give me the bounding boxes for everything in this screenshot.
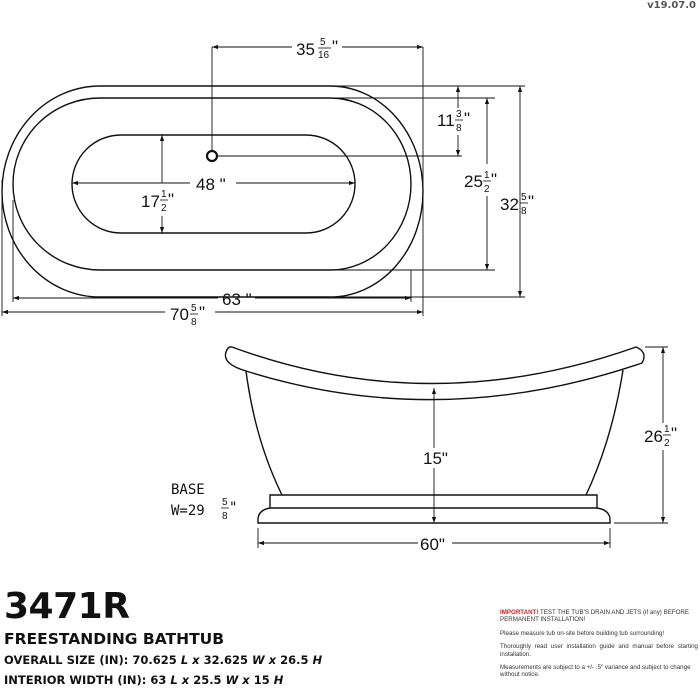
body-left-side [245, 370, 283, 496]
svg-text:W=29: W=29 [171, 503, 205, 519]
dim-overall-length: 70 5 8 " [170, 303, 205, 328]
svg-text:": " [332, 37, 338, 56]
svg-text:5: 5 [191, 303, 197, 314]
model-number: 3471R [4, 586, 130, 627]
svg-text:": " [229, 500, 237, 516]
interior-size-spec: INTERIOR WIDTH (IN): 63 L x 25.5 W x 15 … [4, 673, 284, 687]
note-variance: Measurements are subject to a +/- .5" va… [500, 664, 691, 679]
product-type: FREESTANDING BATHTUB [4, 630, 225, 648]
version-label: v19.07.0 [647, 0, 696, 11]
svg-text:": " [528, 192, 534, 211]
svg-text:": " [671, 424, 677, 443]
svg-text:5: 5 [320, 37, 326, 48]
svg-text:2: 2 [484, 184, 490, 195]
note-important: IMPORTANT! TEST THE TUB'S DRAIN AND JETS… [500, 609, 690, 624]
svg-text:1: 1 [161, 189, 167, 200]
basin-bottom-outline [71, 134, 356, 234]
top-dimensions [1, 44, 525, 316]
svg-text:": " [491, 170, 497, 189]
svg-text:26: 26 [644, 427, 663, 446]
overall-size-spec: OVERALL SIZE (IN): 70.625 L x 32.625 W x… [4, 653, 323, 667]
svg-text:": " [168, 190, 174, 209]
dim-base-width: W=29 5 8 " [171, 497, 237, 522]
svg-text:70: 70 [170, 305, 189, 324]
svg-text:25: 25 [464, 172, 483, 191]
svg-text:17: 17 [141, 192, 160, 211]
inner-rim-outline [12, 97, 412, 271]
dim-overall-height: 26 1 2 " [644, 424, 677, 449]
side-view [224, 346, 645, 524]
dim-bottom-width: 17 1 2 " [141, 189, 174, 214]
svg-text:16: 16 [318, 50, 330, 61]
rim-outline [224, 346, 645, 401]
dim-interior-width: 25 1 2 " [464, 170, 497, 195]
svg-text:2: 2 [161, 203, 167, 214]
technical-drawing: 35 5 16 " 11 3 8 " 25 1 2 " 32 5 8 " 48 … [1, 37, 677, 554]
svg-text:5: 5 [222, 497, 228, 508]
side-dimension-labels: 15" 26 1 2 " 60" BASE W=29 5 8 " [171, 424, 677, 554]
dim-bottom-length: 48 " [196, 175, 226, 194]
svg-text:8: 8 [456, 123, 462, 134]
svg-text:3: 3 [456, 109, 462, 120]
top-dimension-labels: 35 5 16 " 11 3 8 " 25 1 2 " 32 5 8 " 48 … [141, 37, 534, 328]
svg-text:5: 5 [521, 192, 527, 203]
svg-text:2: 2 [664, 438, 670, 449]
svg-text:11: 11 [437, 111, 455, 130]
title-block: 3471R FREESTANDING BATHTUB OVERALL SIZE … [4, 588, 322, 690]
svg-text:": " [464, 109, 470, 128]
base-label: BASE [171, 482, 205, 498]
svg-text:8: 8 [191, 317, 197, 328]
dim-overall-width: 32 5 8 " [500, 192, 534, 217]
svg-text:35: 35 [296, 40, 315, 59]
drain-icon [205, 149, 219, 163]
note-measure: Please measure tub on-site before buildi… [500, 629, 665, 637]
svg-text:32: 32 [500, 195, 519, 214]
svg-text:8: 8 [222, 511, 228, 522]
svg-text:8: 8 [521, 206, 527, 217]
base-upper [269, 494, 598, 509]
dim-interior-length: 63 " [222, 290, 252, 309]
side-dimensions [257, 346, 668, 548]
dim-interior-depth: 15" [423, 449, 448, 468]
svg-text:1: 1 [664, 424, 670, 435]
installation-notes: IMPORTANT! TEST THE TUB'S DRAIN AND JETS… [500, 609, 698, 685]
svg-text:": " [199, 303, 205, 322]
dim-drain-from-edge: 11 3 8 " [437, 109, 470, 134]
dim-base-length: 60" [420, 535, 445, 554]
svg-text:1: 1 [484, 170, 490, 181]
body-right-side [585, 369, 624, 496]
note-read-guide: Thoroughly read user installation guide … [500, 643, 698, 658]
dim-drain-offset: 35 5 16 " [296, 37, 338, 61]
